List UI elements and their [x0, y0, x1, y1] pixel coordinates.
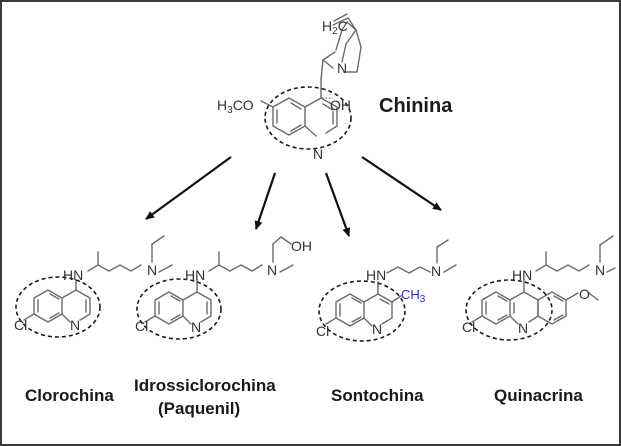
clorochina-quinoline-highlight — [15, 276, 101, 338]
chinina-ring-n: N — [313, 146, 323, 162]
quinacrina-bonds — [471, 235, 616, 325]
idrossiclorochina-quinoline-highlight — [136, 278, 222, 340]
clorochina-chloro: Cl — [14, 317, 27, 333]
arrow-to-clorochina — [145, 156, 232, 220]
sontochina-tertiary-n: N — [431, 263, 441, 279]
clorochina-bonds — [23, 235, 173, 323]
idrossiclorochina-alt-name: (Paquenil) — [158, 399, 240, 418]
idrossiclorochina-bonds — [144, 236, 294, 325]
quinacrina-amine: HN — [512, 267, 532, 283]
clorochina-structure: HN N Cl N Clorochina — [14, 235, 173, 405]
idrossiclorochina-hydroxyl: OH — [291, 238, 312, 254]
clorochina-amine: HN — [63, 267, 83, 283]
clorochina-name: Clorochina — [25, 386, 114, 405]
idrossiclorochina-name: Idrossiclorochina — [134, 376, 276, 395]
sontochina-quinoline-highlight — [318, 280, 406, 342]
sontochina-methyl: CH3 — [401, 287, 426, 305]
quinacrina-name: Quinacrina — [494, 386, 583, 405]
quinacrina-acridine-highlight — [465, 279, 553, 341]
clorochina-ring-n: N — [70, 317, 80, 333]
sontochina-structure: HN N CH3 Cl N Sontochina — [316, 239, 457, 405]
chinina-bridge-n: N — [337, 60, 347, 76]
quinacrina-structure: HN N O Cl N Quinacrina — [462, 235, 616, 405]
arrow-to-quinacrina — [361, 156, 442, 211]
chinina-hydroxyl: OH — [330, 97, 351, 113]
quinacrina-tertiary-n: N — [595, 262, 605, 278]
idrossiclorochina-tertiary-n: N — [267, 262, 277, 278]
arrows — [145, 156, 442, 237]
idrossiclorochina-chloro: Cl — [135, 318, 148, 334]
idrossiclorochina-ring-n: N — [191, 319, 201, 335]
idrossiclorochina-amine: HN — [185, 267, 205, 283]
idrossiclorochina-structure: HN N OH Cl N Idrossiclorochina (Paquenil… — [134, 236, 312, 418]
sontochina-bonds — [325, 239, 457, 327]
clorochina-tertiary-n: N — [147, 262, 157, 278]
quinacrina-methoxy-o: O — [579, 286, 590, 302]
quinacrina-ring-n: N — [518, 320, 528, 336]
chinina-methoxy-label: H3CO — [217, 97, 254, 116]
chinina-name: Chinina — [379, 95, 453, 117]
chinina-vinyl-label: H2C — [322, 18, 348, 37]
quinacrina-chloro: Cl — [462, 319, 475, 335]
chinina-quinoline-bonds — [260, 13, 362, 137]
chinina-quinoline-highlight — [264, 86, 352, 150]
sontochina-ring-n: N — [372, 321, 382, 337]
sontochina-chloro: Cl — [316, 323, 329, 339]
sontochina-name: Sontochina — [331, 386, 424, 405]
sontochina-amine: HN — [366, 267, 386, 283]
arrow-to-idrossiclorochina — [254, 172, 277, 230]
arrow-to-sontochina — [324, 172, 351, 237]
chinina-structure: H2C N H3CO OH N Chinina — [217, 13, 453, 162]
